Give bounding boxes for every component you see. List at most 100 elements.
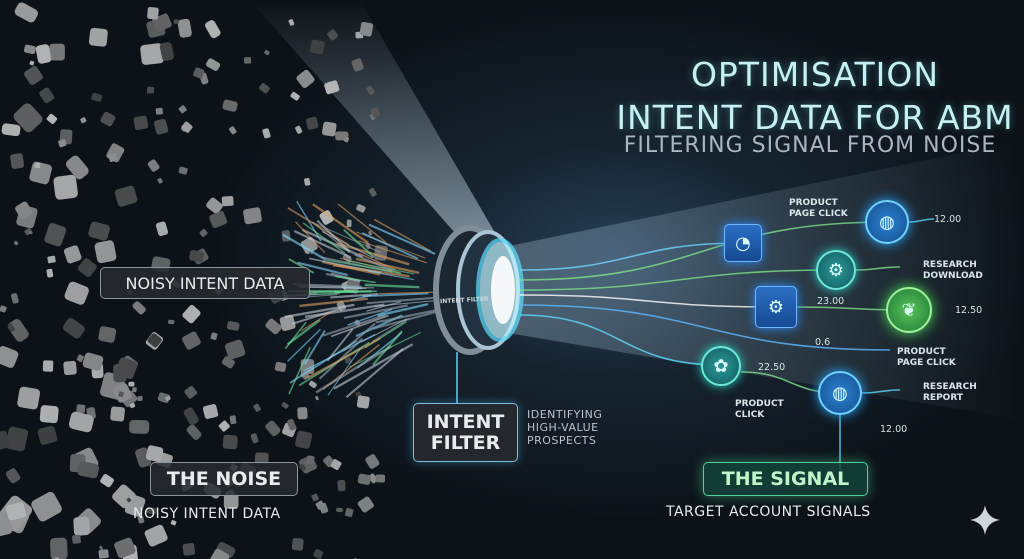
data-stream — [291, 307, 342, 325]
data-stream — [350, 294, 372, 301]
noise-shapes — [0, 2, 388, 559]
noise-shape — [63, 360, 77, 376]
globe-icon: ◍ — [818, 371, 862, 415]
noise-shape — [133, 115, 149, 131]
signal-value: 12.00 — [934, 214, 962, 225]
data-stream — [343, 304, 408, 320]
data-stream — [322, 314, 386, 337]
noise-shape — [181, 121, 193, 133]
data-stream — [335, 275, 376, 284]
data-stream — [287, 328, 322, 362]
noise-shape — [0, 346, 19, 368]
noise-shape — [343, 136, 350, 143]
noise-shape — [375, 474, 386, 483]
noise-shape — [309, 39, 325, 55]
noise-shape — [137, 515, 145, 524]
data-stream — [364, 283, 420, 289]
noise-shape — [132, 387, 137, 393]
noise-shape — [218, 420, 230, 432]
data-stream — [358, 240, 428, 264]
noise-shape — [146, 86, 155, 94]
noise-shape — [147, 159, 160, 172]
signal-caption: TARGET ACCOUNT SIGNALS — [666, 504, 871, 520]
noise-shape — [39, 405, 59, 424]
noise-shape — [262, 128, 271, 139]
data-stream — [361, 232, 419, 260]
noise-shape — [13, 240, 19, 246]
noise-shape — [98, 549, 109, 559]
data-stream — [330, 314, 389, 338]
signal-value: 22.50 — [758, 362, 786, 373]
data-stream — [316, 219, 351, 253]
noise-caption: NOISY INTENT DATA — [133, 506, 281, 522]
noise-shape — [306, 455, 315, 465]
noise-shape — [223, 493, 239, 509]
noise-shape — [281, 402, 289, 409]
data-stream — [345, 348, 404, 399]
noise-shape — [147, 7, 159, 20]
data-stream — [315, 345, 392, 394]
data-stream — [309, 257, 382, 274]
noise-shape — [28, 231, 33, 235]
noisy-intent-data-badge: NOISY INTENT DATA — [100, 267, 310, 299]
signal-links — [519, 218, 935, 470]
noise-shape — [64, 281, 89, 305]
noise-shape — [182, 304, 201, 324]
noise-shape — [165, 395, 171, 401]
noise-shape — [297, 407, 308, 420]
noise-shape — [368, 473, 378, 484]
title-line-2: INTENT DATA FOR ABM — [616, 98, 1014, 137]
noise-shape — [17, 386, 41, 410]
noise-shape — [199, 228, 208, 238]
data-stream — [366, 296, 442, 305]
data-stream — [293, 230, 352, 259]
data-stream — [373, 218, 432, 252]
noise-shape — [259, 83, 270, 94]
data-stream — [348, 260, 415, 275]
noise-shape — [15, 201, 33, 220]
gear-wrench-icon: ⚙ — [755, 286, 797, 328]
noise-shape — [324, 80, 340, 95]
noise-shape — [80, 117, 87, 124]
signal-link — [519, 304, 891, 351]
gear-check-icon: ⚙ — [816, 250, 856, 290]
noise-shape — [73, 516, 90, 536]
noise-shape — [254, 452, 269, 465]
noise-shape — [137, 395, 143, 402]
noise-shape — [7, 319, 29, 342]
noise-shape — [346, 219, 352, 228]
noise-shape — [299, 463, 306, 471]
noise-shape — [351, 58, 364, 72]
noise-shape — [265, 420, 281, 437]
data-stream — [303, 333, 376, 372]
noise-shape — [37, 425, 58, 445]
noise-shape — [49, 43, 65, 61]
flower-icon: ✿ — [701, 346, 741, 386]
noise-shape — [344, 357, 352, 364]
data-stream — [343, 229, 375, 258]
noise-shape — [5, 426, 29, 452]
noise-shape — [224, 339, 246, 360]
signal-value: 12.00 — [880, 424, 908, 435]
signal-link — [519, 294, 777, 308]
noise-shape — [115, 357, 138, 379]
noise-shape — [10, 153, 24, 169]
noise-shape — [157, 177, 163, 184]
noise-shape — [53, 174, 78, 200]
signal-label: PRODUCT PAGE CLICK — [789, 198, 848, 219]
leaf-icon: ❦ — [886, 287, 932, 333]
noise-shape — [58, 139, 67, 148]
signal-link — [519, 221, 888, 281]
noise-shape — [0, 511, 13, 538]
noise-shape — [46, 113, 58, 124]
noise-shape — [265, 318, 282, 335]
noise-shape — [153, 118, 169, 135]
data-stream — [297, 261, 348, 277]
noise-shape — [145, 445, 164, 463]
noise-shape — [47, 255, 56, 264]
noise-shape — [0, 305, 7, 313]
noise-shape — [368, 187, 377, 197]
noise-shape — [205, 20, 221, 39]
noise-shape — [315, 500, 325, 510]
data-stream — [302, 222, 346, 254]
